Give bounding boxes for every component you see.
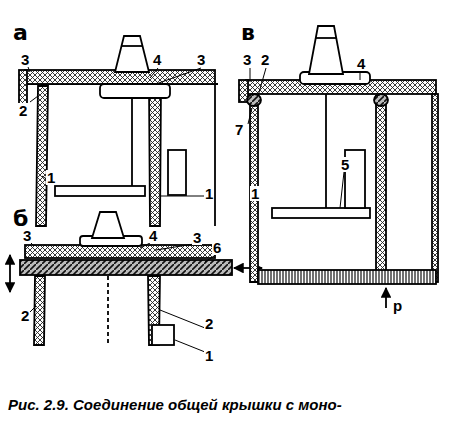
callout-number: 3 <box>242 52 252 67</box>
panel-letter: в <box>240 22 256 44</box>
callout-number: 5 <box>340 157 350 172</box>
callout-number: 2 <box>18 103 28 118</box>
callout-number: 3 <box>192 230 202 245</box>
callout-number: 2 <box>260 52 270 67</box>
callout-number: 4 <box>152 52 162 67</box>
callout-number: 4 <box>356 56 366 71</box>
callout-number: 1 <box>204 186 214 201</box>
callout-number: 7 <box>234 122 244 137</box>
callout-number: 1 <box>204 348 214 363</box>
panel-letter: а <box>12 22 29 44</box>
callout-number: 3 <box>20 52 30 67</box>
callout-number: 2 <box>204 316 214 331</box>
callout-number: 3 <box>196 52 206 67</box>
callout-number: р <box>392 298 403 313</box>
panel-letter: б <box>12 208 29 230</box>
callout-number: 2 <box>20 308 30 323</box>
callout-number: 3 <box>22 228 32 243</box>
callout-number: 6 <box>212 240 222 255</box>
callout-number: 1 <box>46 170 56 185</box>
callout-number: 1 <box>250 186 260 201</box>
callout-number: 4 <box>148 228 158 243</box>
leader-lines <box>28 67 360 352</box>
figure-caption: Рис. 2.9. Соединение общей крышки с моно… <box>8 396 342 413</box>
